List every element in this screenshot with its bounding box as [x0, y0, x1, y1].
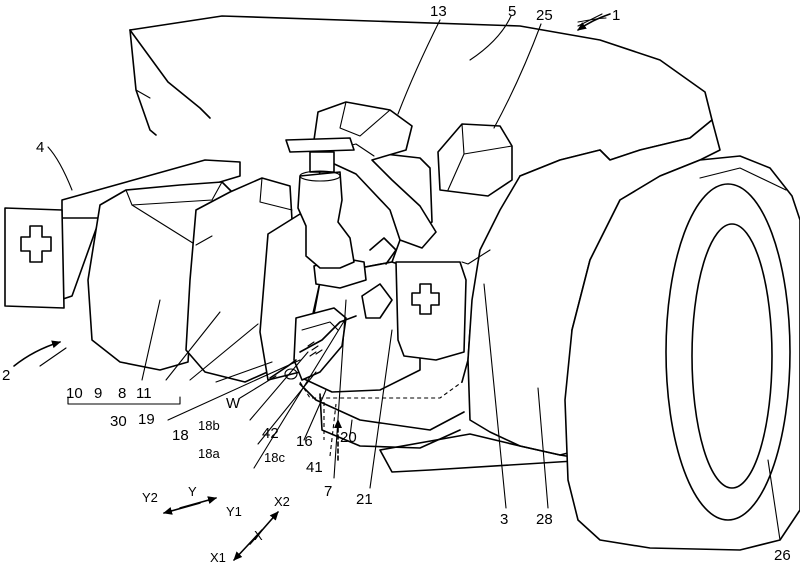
component-25: [437, 123, 513, 197]
label-16: 16: [296, 433, 313, 450]
label-4: 4: [36, 139, 44, 156]
axis-y: Y: [188, 484, 197, 499]
axis-x: X: [254, 528, 263, 543]
axis-x1: X1: [210, 550, 226, 565]
label-18a: 18a: [198, 446, 220, 461]
label-9: 9: [94, 385, 102, 402]
label-8: 8: [118, 385, 126, 402]
axis-labels: Y2 Y Y1 X2 X X1: [142, 484, 290, 565]
label-11: 11: [136, 385, 152, 402]
label-18: 18: [172, 427, 189, 444]
reference-numerals: 1 2 3 4 5 7 8 9 10 11 13 16 18 18a 18b 1…: [2, 3, 791, 564]
label-w: W: [226, 395, 241, 412]
label-1: 1: [612, 7, 620, 24]
label-13: 13: [430, 3, 447, 20]
axis-y1: Y1: [226, 504, 242, 519]
axis-indicator: [163, 496, 279, 561]
reservoir-bottle: [285, 137, 355, 269]
label-41: 41: [306, 459, 323, 476]
label-18c: 18c: [264, 450, 285, 465]
label-20: 20: [340, 429, 357, 446]
label-2: 2: [2, 367, 10, 384]
wheel-26: [564, 155, 800, 551]
label-30: 30: [110, 413, 127, 430]
plate-21: [361, 237, 467, 361]
leader-lines: [39, 13, 781, 541]
label-10: 10: [66, 385, 83, 402]
axis-y2: Y2: [142, 490, 158, 505]
label-21: 21: [356, 491, 373, 508]
vehicle-body: [129, 15, 713, 177]
reference-arrows: [13, 13, 611, 461]
label-26: 26: [774, 547, 791, 564]
label-5: 5: [508, 3, 516, 20]
label-19: 19: [138, 411, 155, 428]
label-42: 42: [262, 425, 279, 442]
label-3: 3: [500, 511, 508, 528]
label-25: 25: [536, 7, 553, 24]
label-18b: 18b: [198, 418, 220, 433]
label-7: 7: [324, 483, 332, 500]
axis-x2: X2: [274, 494, 290, 509]
bracket-18: [269, 307, 357, 381]
label-28: 28: [536, 511, 553, 528]
